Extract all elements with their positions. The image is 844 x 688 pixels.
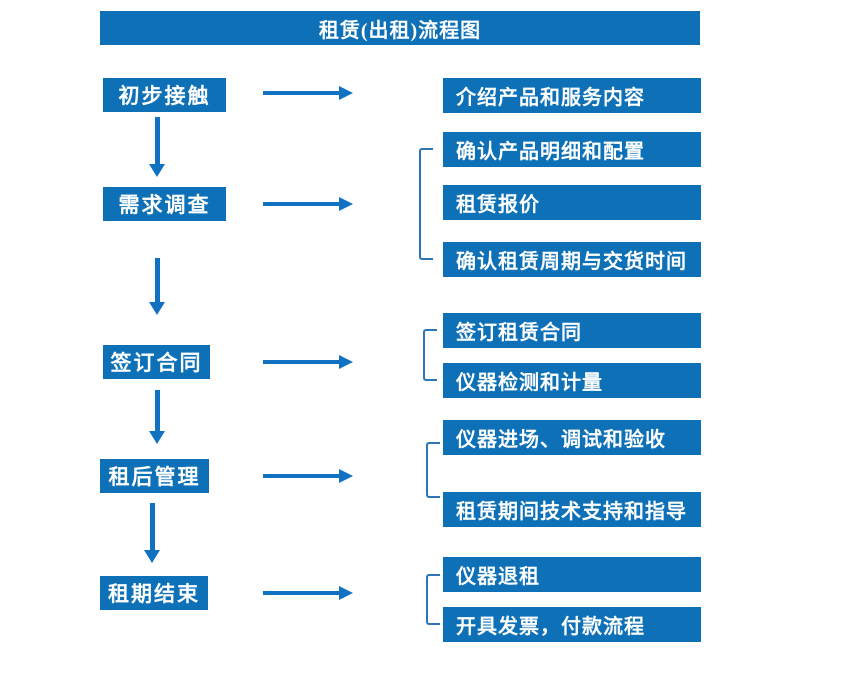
arrow-down-icon	[144, 503, 161, 563]
arrow-shaft	[263, 91, 340, 95]
arrow-down-icon	[149, 117, 166, 177]
arrow-shaft	[263, 474, 340, 478]
arrow-right-icon	[263, 86, 353, 100]
group-bracket-sign-contract	[423, 329, 437, 381]
arrow-shaft	[263, 360, 340, 364]
arrow-down-icon	[149, 258, 166, 315]
arrow-right-icon	[263, 469, 353, 483]
stage-box-rental-period-end: 租期结束	[100, 576, 208, 610]
arrow-head	[339, 469, 353, 483]
flowchart-title: 租赁(出租)流程图	[100, 11, 700, 45]
detail-box-confirm-period-delivery: 确认租赁周期与交货时间	[443, 242, 701, 277]
arrow-shaft	[155, 117, 160, 165]
detail-box-intro-products-services: 介绍产品和服务内容	[443, 78, 701, 113]
detail-box-instrument-return: 仪器退租	[443, 557, 701, 592]
detail-box-sign-rental-contract: 签订租赁合同	[443, 313, 701, 348]
arrow-head	[339, 197, 353, 211]
arrow-head	[339, 86, 353, 100]
stage-box-post-rental-management: 租后管理	[100, 459, 209, 493]
arrow-head	[144, 550, 160, 563]
detail-box-tech-support: 租赁期间技术支持和指导	[443, 492, 701, 527]
arrow-head	[149, 164, 165, 177]
group-bracket-rental-period-end	[426, 574, 440, 625]
arrow-right-icon	[263, 355, 353, 369]
arrow-shaft	[155, 258, 160, 303]
detail-box-confirm-product-details: 确认产品明细和配置	[443, 132, 701, 167]
detail-box-invoice-payment: 开具发票，付款流程	[443, 607, 701, 642]
arrow-right-icon	[263, 197, 353, 211]
arrow-shaft	[263, 591, 340, 595]
arrow-head	[339, 355, 353, 369]
group-bracket-demand-survey	[419, 148, 433, 260]
arrow-shaft	[155, 390, 160, 432]
arrow-shaft	[150, 503, 155, 551]
detail-box-instrument-testing: 仪器检测和计量	[443, 363, 701, 398]
arrow-head	[149, 431, 165, 444]
arrow-right-icon	[263, 586, 353, 600]
detail-box-instrument-setup: 仪器进场、调试和验收	[443, 420, 701, 455]
group-bracket-post-rental-management	[426, 442, 440, 498]
arrow-down-icon	[149, 390, 166, 444]
stage-box-sign-contract: 签订合同	[103, 345, 210, 379]
stage-box-demand-survey: 需求调查	[103, 187, 226, 221]
arrow-head	[149, 302, 165, 315]
arrow-shaft	[263, 202, 340, 206]
stage-box-initial-contact: 初步接触	[103, 78, 226, 112]
arrow-head	[339, 586, 353, 600]
detail-box-rental-quotation: 租赁报价	[443, 185, 701, 220]
